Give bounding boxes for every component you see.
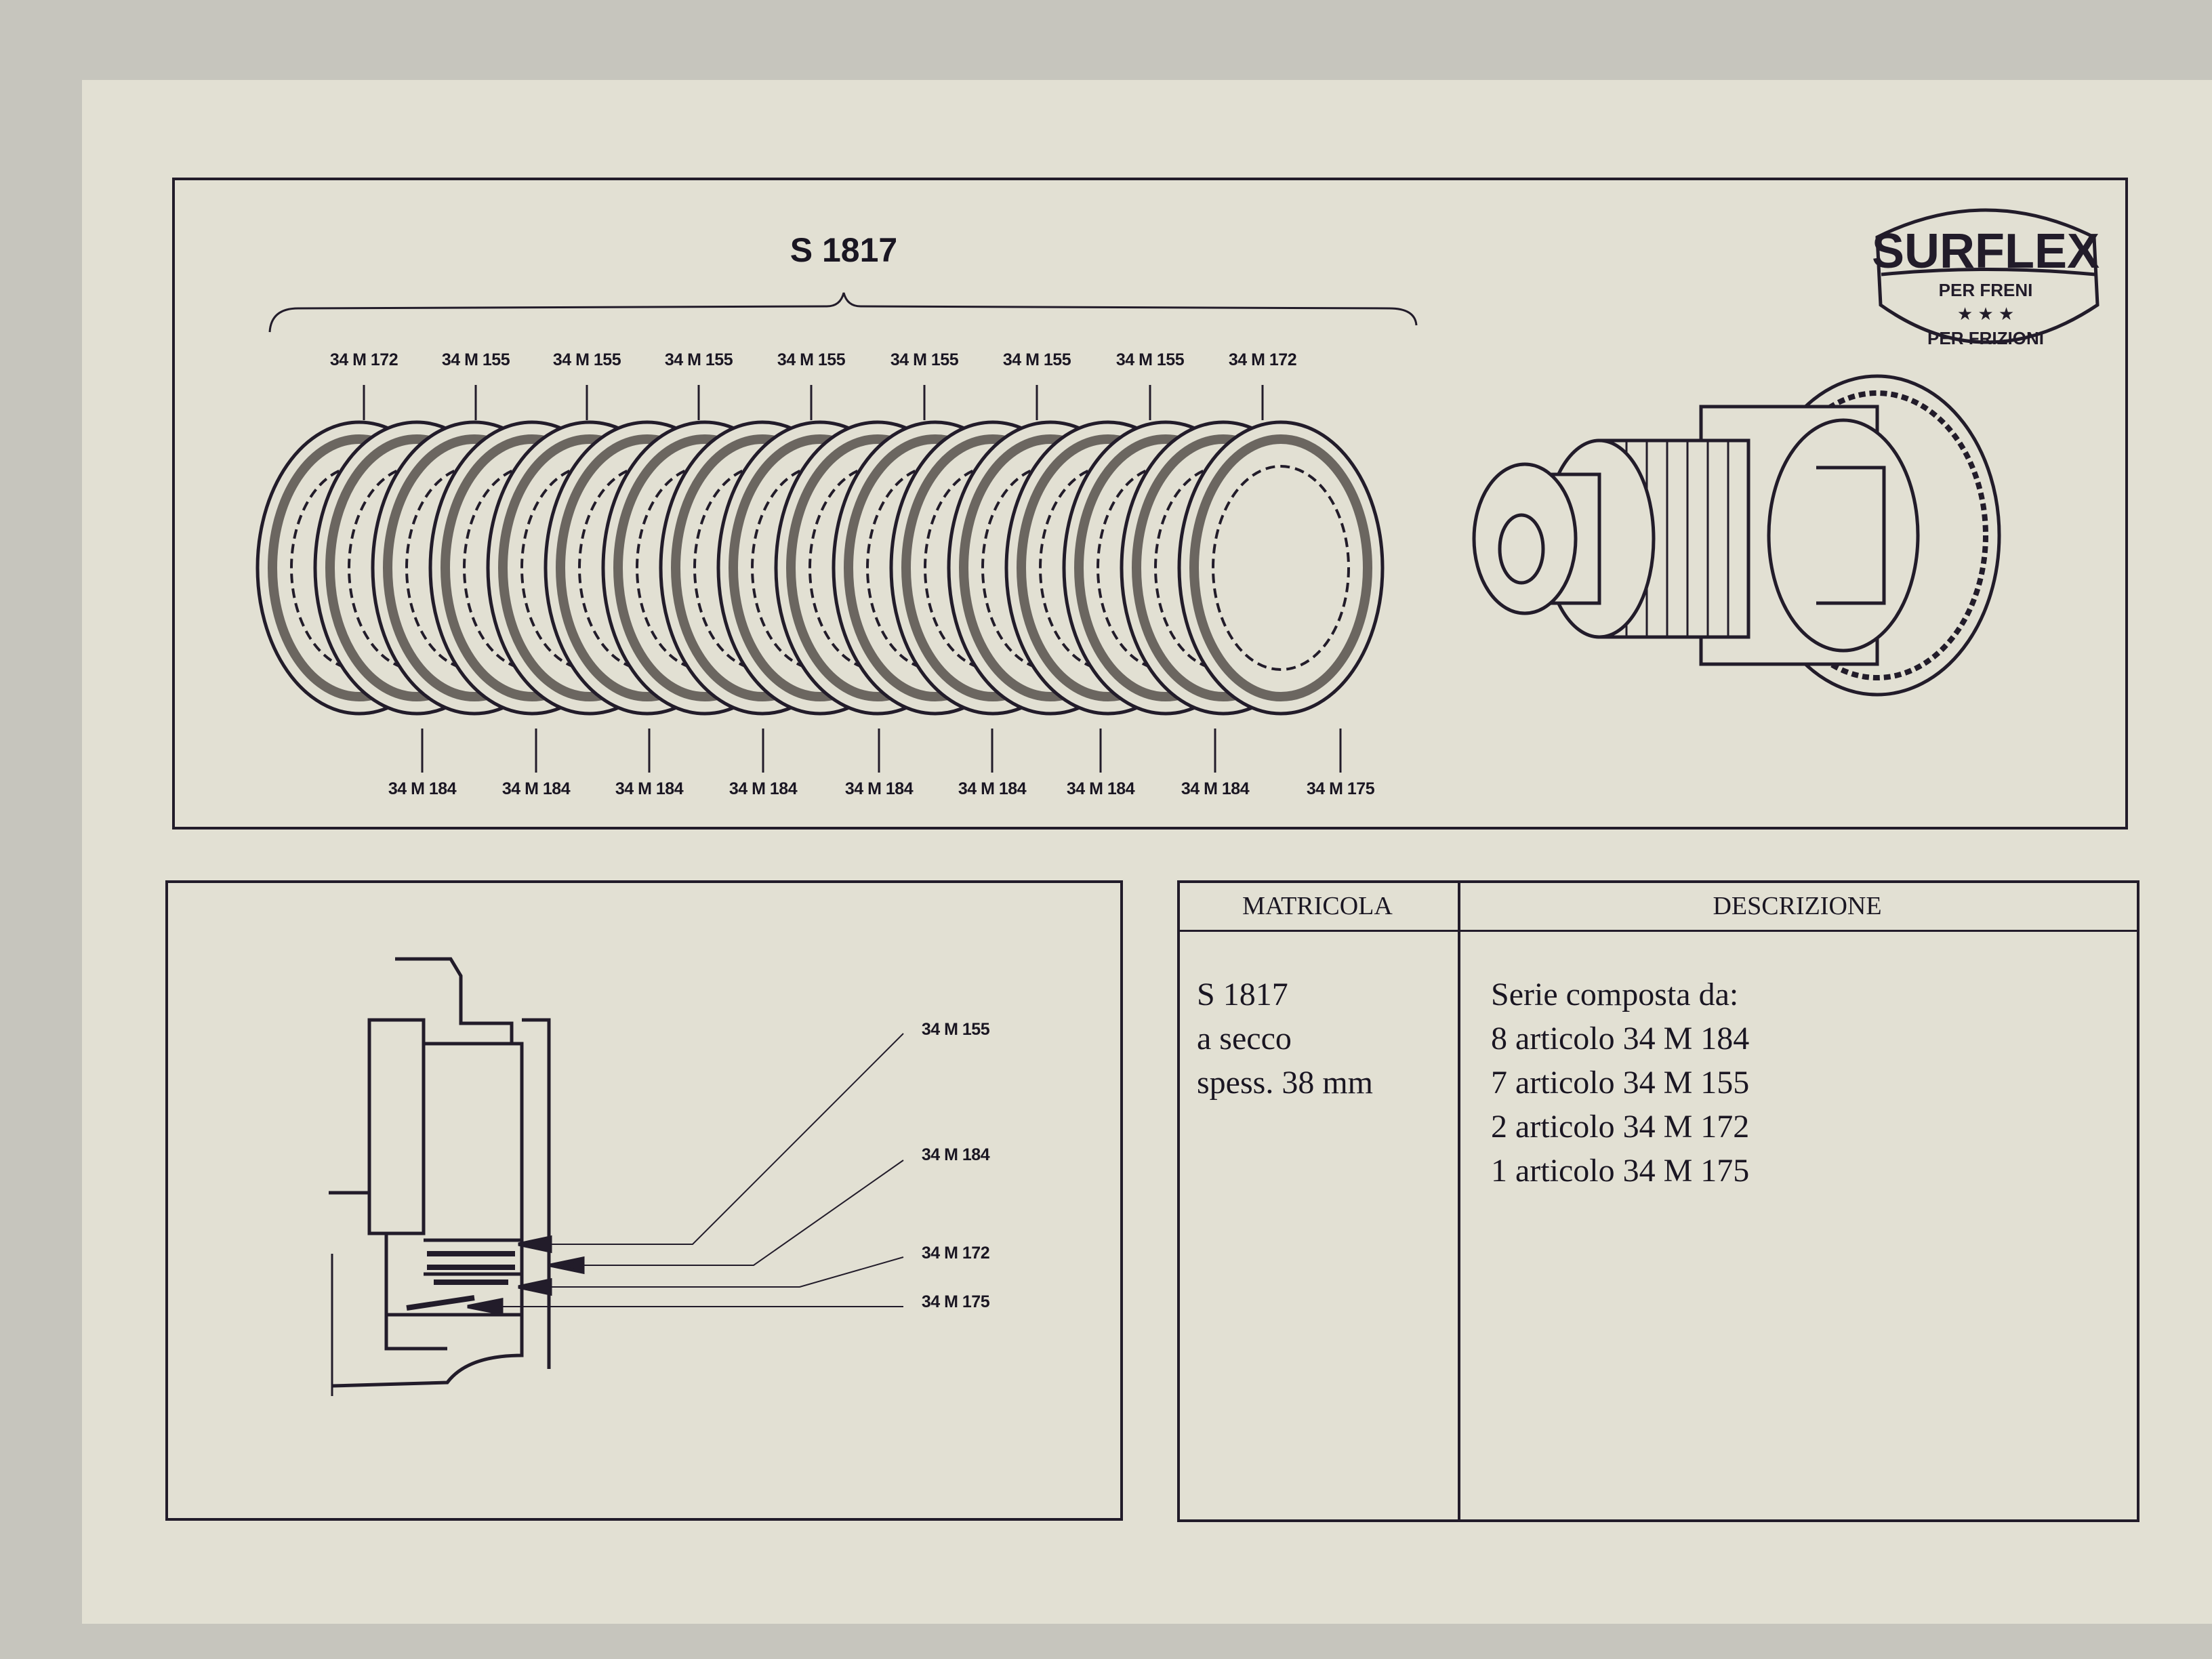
table-header-divider [1177,930,2139,932]
table-column-divider [1458,880,1460,1522]
bottom-part-label: 34 M 184 [501,779,571,798]
top-part-label: 34 M 155 [1002,350,1071,369]
section-label: 34 M 172 [921,1244,990,1263]
descrizione-line: Serie composta da: [1491,977,1739,1012]
clutch-section-drawing [329,957,904,1396]
catalog-card [82,80,2212,1624]
bottom-part-label: 34 M 184 [729,779,798,798]
parts-table [1177,880,2139,1522]
top-part-label: 34 M 155 [552,350,621,369]
section-label: 34 M 155 [921,1020,990,1039]
clutch-disc [1212,465,1350,671]
top-part-label: 34 M 172 [329,350,398,369]
clutch-disc-stack [255,420,1385,716]
exploded-view-panel [172,178,2128,830]
bottom-part-label: 34 M 184 [615,779,684,798]
clutch-disc [1177,420,1385,716]
bottom-part-label: 34 M 175 [1306,779,1375,798]
matricola-cell: S 1817 a secco spess. 38 mm [1197,972,1373,1105]
bottom-part-label: 34 M 184 [1066,779,1135,798]
descrizione-line: 1 articolo 34 M 175 [1491,1153,1750,1189]
bottom-part-label: 34 M 184 [844,779,914,798]
svg-text:★ ★ ★: ★ ★ ★ [1957,304,2014,324]
top-part-label: 34 M 155 [664,350,733,369]
brace [268,292,1418,333]
header-matricola: MATRICOLA [1242,892,1393,920]
matricola-line: S 1817 [1197,977,1288,1012]
svg-text:PER FRENI: PER FRENI [1939,280,2033,300]
section-label: 34 M 175 [921,1292,990,1311]
top-part-label: 34 M 155 [1115,350,1185,369]
bottom-part-label: 34 M 184 [388,779,457,798]
svg-text:SURFLEX: SURFLEX [1872,224,2100,279]
descrizione-line: 8 articolo 34 M 184 [1491,1021,1750,1057]
header-descrizione: DESCRIZIONE [1713,892,1882,920]
surflex-logo: SURFLEX PER FRENI ★ ★ ★ PER FRIZIONI [1872,208,2100,348]
matricola-line: spess. 38 mm [1197,1065,1374,1101]
top-part-label: 34 M 155 [441,350,510,369]
descrizione-line: 2 articolo 34 M 172 [1491,1109,1750,1145]
svg-text:PER FRIZIONI: PER FRIZIONI [1927,328,2044,348]
section-label: 34 M 184 [921,1145,990,1164]
bottom-part-label: 34 M 184 [1181,779,1250,798]
section-view-panel [165,880,1123,1521]
descrizione-cell: Serie composta da: 8 articolo 34 M 184 7… [1491,972,1749,1193]
bottom-part-label: 34 M 184 [958,779,1027,798]
descrizione-line: 7 articolo 34 M 155 [1491,1065,1750,1101]
matricola-line: a secco [1197,1021,1292,1057]
set-title: S 1817 [790,231,898,269]
clutch-disc [1189,434,1372,701]
top-part-label: 34 M 155 [777,350,846,369]
clutch-hub-drawing [1472,374,2001,697]
top-part-label: 34 M 155 [890,350,959,369]
top-part-label: 34 M 172 [1228,350,1297,369]
